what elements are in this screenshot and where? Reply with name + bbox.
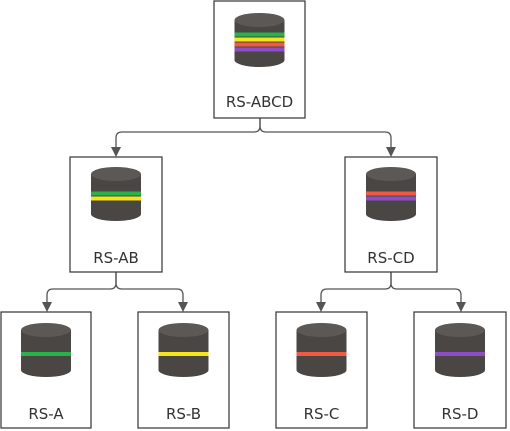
cylinder-stripe-1 (366, 196, 416, 201)
cylinder-top (435, 323, 485, 337)
cylinder-stripe-0 (21, 352, 71, 356)
connectors (42, 118, 466, 312)
database-cylinder-icon (91, 167, 141, 221)
node-label: RS-A (28, 405, 64, 423)
node-rs-abcd[interactable]: RS-ABCD (213, 0, 306, 119)
connector-abcd-to-ab (115, 118, 261, 148)
cylinder-stripe-1 (234, 37, 285, 42)
database-cylinder-icon (21, 323, 71, 377)
node-label: RS-AB (93, 249, 139, 267)
arrowhead-a (42, 302, 52, 312)
cylinder-stripe-1 (91, 196, 141, 201)
node-rs-ab[interactable]: RS-AB (69, 156, 163, 273)
cylinder-top (234, 13, 285, 27)
cylinder-stripe-0 (234, 32, 285, 37)
connector-ab-to-b (115, 272, 184, 303)
arrowhead-ab (111, 147, 121, 157)
node-rs-c[interactable]: RS-C (275, 311, 368, 429)
cylinder-stripe-3 (234, 47, 285, 52)
node-rs-a[interactable]: RS-A (0, 311, 92, 429)
cylinder-stripe-0 (366, 191, 416, 196)
arrowhead-d (456, 302, 466, 312)
node-label: RS-ABCD (226, 93, 293, 111)
cylinder-top (21, 323, 71, 337)
connector-cd-to-d (390, 272, 462, 303)
node-rs-b[interactable]: RS-B (137, 311, 230, 429)
cylinder-top (366, 167, 416, 181)
cylinder-stripe-0 (158, 352, 209, 356)
cylinder-stripe-0 (296, 352, 347, 356)
node-rs-cd[interactable]: RS-CD (344, 156, 438, 273)
database-cylinder-icon (435, 323, 485, 377)
database-cylinder-icon (234, 13, 285, 67)
cylinder-top (296, 323, 347, 337)
node-label: RS-CD (367, 249, 414, 267)
cylinder-top (158, 323, 209, 337)
database-cylinder-icon (296, 323, 347, 377)
cylinder-stripe-2 (234, 42, 285, 47)
cylinder-stripe-0 (435, 352, 485, 356)
node-label: RS-D (442, 405, 479, 423)
arrowhead-cd (386, 147, 396, 157)
node-label: RS-B (166, 405, 201, 423)
node-label: RS-C (304, 405, 340, 423)
database-cylinder-icon (366, 167, 416, 221)
cylinder-stripe-0 (91, 191, 141, 196)
arrowhead-b (178, 302, 188, 312)
database-cylinder-icon (158, 323, 209, 377)
cylinder-top (91, 167, 141, 181)
node-rs-d[interactable]: RS-D (413, 311, 507, 429)
connector-abcd-to-cd (259, 118, 392, 148)
arrowhead-c (316, 302, 326, 312)
connector-cd-to-c (320, 272, 392, 303)
connector-ab-to-a (46, 272, 117, 303)
